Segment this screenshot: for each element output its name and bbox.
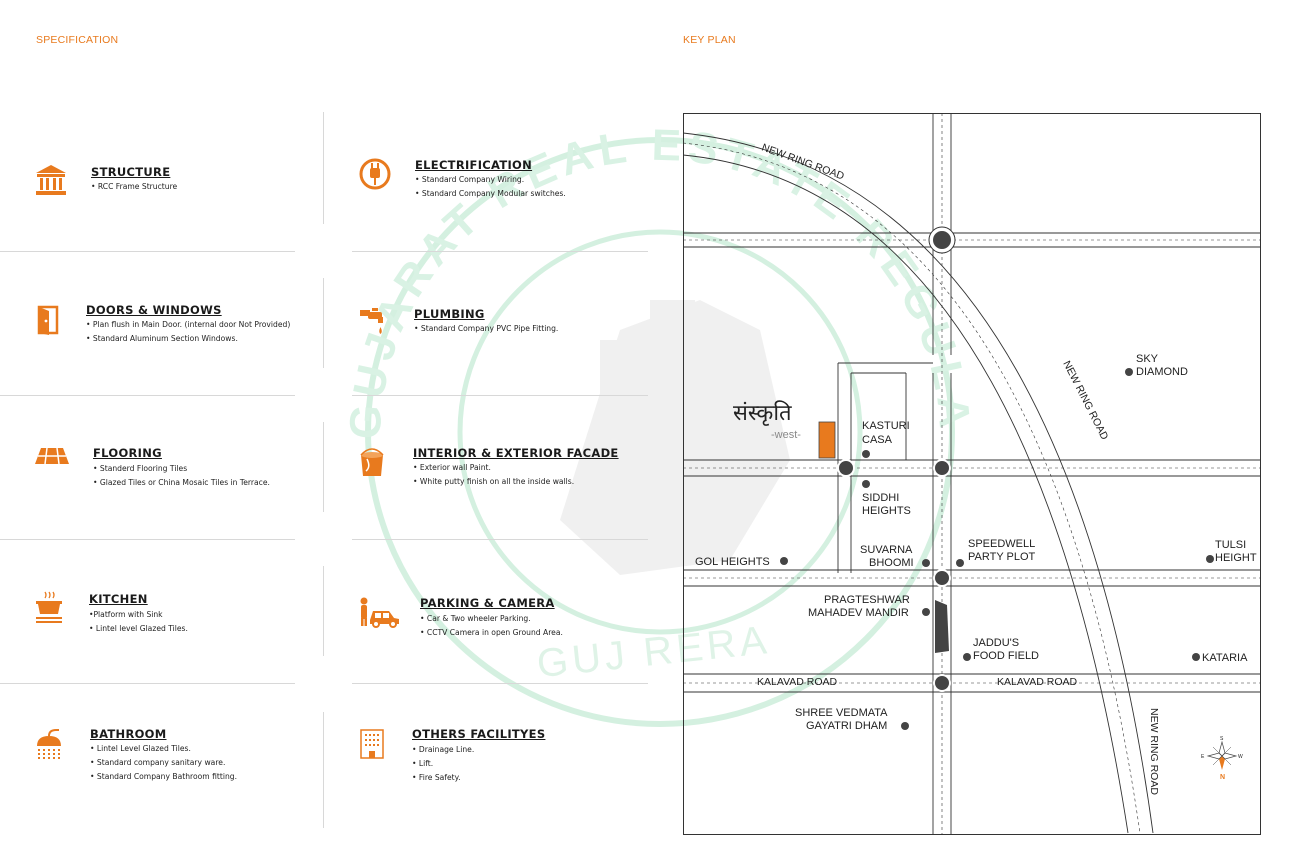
divider: [323, 112, 324, 224]
spec-line: • Standard Company PVC Pipe Fitting.: [414, 324, 559, 333]
road-label: NEW RING ROAD: [1148, 708, 1160, 795]
landmark-label: JADDU'S: [973, 637, 1019, 649]
spec-title: KITCHEN: [89, 592, 148, 606]
spec-title: FLOORING: [93, 446, 162, 460]
spec-line: •Platform with Sink: [89, 610, 163, 619]
compass-e: E: [1201, 754, 1205, 760]
spec-line: • Plan flush in Main Door. (internal doo…: [86, 320, 291, 329]
road-label: KALAVAD ROAD: [757, 676, 838, 688]
spec-line: • Lift.: [412, 759, 434, 768]
landmark-label: SUVARNA: [860, 544, 913, 556]
landmark-label: PARTY PLOT: [968, 551, 1036, 563]
shower-icon: [37, 729, 61, 759]
spec-line: • Standard company sanitary ware.: [90, 758, 226, 767]
spec-title: DOORS & WINDOWS: [86, 303, 222, 317]
project-logo-sub: -west-: [771, 429, 801, 441]
spec-title: PLUMBING: [414, 307, 485, 321]
divider: [352, 539, 648, 540]
landmark-label: GAYATRI DHAM: [806, 720, 887, 732]
cooking-pot-icon: [36, 591, 62, 623]
landmark-label: HEIGHT: [1215, 552, 1257, 564]
spec-title: INTERIOR & EXTERIOR FACADE: [413, 446, 619, 460]
spec-title: ELECTRIFICATION: [415, 158, 533, 172]
spec-line: • Standard Company Bathroom fitting.: [90, 772, 237, 781]
landmark-label: SIDDHI: [862, 492, 899, 504]
compass-n: N: [1220, 774, 1225, 781]
faucet-icon: [360, 308, 383, 334]
spec-line: • Standerd Flooring Tiles: [93, 464, 188, 473]
landmark-label: MAHADEV MANDIR: [808, 607, 909, 619]
spec-line: • Exterior wall Paint.: [413, 463, 491, 472]
landmark-label: SKY: [1136, 353, 1159, 365]
landmark-label: CASA: [862, 434, 893, 446]
divider: [323, 422, 324, 512]
floor-tiles-icon: [35, 447, 69, 465]
project-logo-name: संस्कृति: [733, 400, 792, 426]
landmark-label: DIAMOND: [1136, 366, 1188, 378]
building-icon: [360, 729, 384, 759]
divider: [0, 683, 295, 684]
divider: [352, 251, 648, 252]
divider: [352, 683, 648, 684]
spec-line: • Car & Two wheeler Parking.: [420, 614, 531, 623]
spec-line: • Fire Safety.: [412, 773, 461, 782]
landmark-label: TULSI: [1215, 539, 1246, 551]
landmark-label: KATARIA: [1202, 652, 1248, 664]
landmark-label: GOL HEIGHTS: [695, 556, 770, 568]
landmark-label: PRAGTESHWAR: [824, 594, 910, 606]
compass-icon: S N E W: [1201, 736, 1243, 781]
road-label: NEW RING ROAD: [1060, 359, 1110, 442]
divider: [0, 251, 295, 252]
divider: [323, 712, 324, 828]
divider: [0, 539, 295, 540]
landmark-label: BHOOMI: [869, 557, 914, 569]
spec-line: • Standard Aluminum Section Windows.: [86, 334, 238, 343]
spec-title: BATHROOM: [90, 727, 167, 741]
landmark-label: SHREE VEDMATA: [795, 707, 888, 719]
specification-heading: SPECIFICATION: [36, 34, 119, 46]
compass-s: S: [1220, 736, 1224, 742]
road-segment: [935, 600, 949, 653]
spec-title: STRUCTURE: [91, 165, 171, 179]
divider: [323, 566, 324, 656]
divider: [0, 395, 295, 396]
landmark-label: SPEEDWELL: [968, 538, 1035, 550]
paint-bucket-icon: [360, 448, 384, 476]
spec-line: • White putty finish on all the inside w…: [413, 477, 575, 486]
spec-line: • Lintel level Glazed Tiles.: [89, 624, 188, 633]
landmark-label: FOOD FIELD: [973, 650, 1039, 662]
divider: [352, 395, 648, 396]
spec-title: PARKING & CAMERA: [420, 596, 555, 610]
road-label: NEW RING ROAD: [760, 142, 846, 183]
landmark-label: HEIGHTS: [862, 505, 911, 517]
door-icon: [37, 305, 59, 335]
spec-line: • CCTV Camera in open Ground Area.: [420, 628, 563, 637]
spec-line: • Drainage Line.: [412, 745, 475, 754]
road-label: KALAVAD ROAD: [997, 676, 1078, 688]
divider: [323, 278, 324, 368]
compass-w: W: [1238, 754, 1243, 760]
plug-icon: [359, 158, 391, 190]
spec-title: OTHERS FACILITYES: [412, 727, 546, 741]
spec-line: • RCC Frame Structure: [91, 182, 178, 191]
landmark-label: KASTURI: [862, 420, 910, 432]
spec-line: • Lintel Level Glazed Tiles.: [90, 744, 191, 753]
key-plan-map: संस्कृति -west- NEW RING ROAD NEW RING R…: [683, 113, 1261, 835]
spec-line: • Glazed Tiles or China Mosaic Tiles in …: [93, 478, 270, 487]
car-icon: [360, 597, 399, 628]
project-marker: [818, 421, 836, 459]
spec-line: • Standard Company Modular switches.: [415, 189, 566, 198]
key-plan-heading: KEY PLAN: [683, 34, 736, 46]
bank-building-icon: [36, 165, 66, 195]
spec-line: • Standard Company Wiring.: [415, 175, 525, 184]
